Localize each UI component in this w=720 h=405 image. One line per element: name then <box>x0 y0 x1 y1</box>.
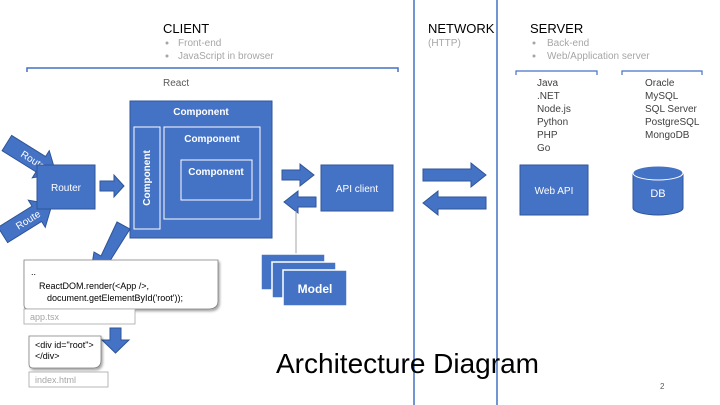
database-item: SQL Server <box>645 104 698 115</box>
index-file-doc <box>28 335 102 369</box>
component-side-box <box>133 126 161 230</box>
app-code-line-2: ReactDOM.render(<App />, <box>39 281 149 291</box>
client-heading: CLIENT <box>163 21 209 36</box>
app-file-tab <box>23 308 136 325</box>
database-item: PostgreSQL <box>645 117 700 128</box>
index-file-name: index.html <box>35 375 76 385</box>
index-code-line-2: </div> <box>35 351 60 361</box>
framework-label: React <box>163 78 189 89</box>
language-item: .NET <box>537 91 560 102</box>
model-card-front <box>282 269 348 307</box>
slide-title: Architecture Diagram <box>276 348 539 379</box>
component-inner-label: Component <box>188 167 244 178</box>
model-label: Model <box>298 282 333 296</box>
app-file-name: app.tsx <box>30 312 60 322</box>
language-item: Java <box>537 78 559 89</box>
server-bullet-1: Back-end <box>547 38 589 49</box>
client-bullet-dot <box>165 41 169 45</box>
index-file-tab <box>28 371 109 388</box>
db-label: DB <box>650 188 665 200</box>
server-bullet-2: Web/Application server <box>547 51 650 62</box>
router-box <box>36 164 96 210</box>
database-item: MongoDB <box>645 130 690 141</box>
api-client-label: API client <box>336 184 378 195</box>
db-cylinder: DB <box>632 165 684 216</box>
language-item: Python <box>537 117 568 128</box>
router-label: Router <box>51 183 82 194</box>
component-inner-box <box>180 159 253 201</box>
network-heading: NETWORK <box>428 21 495 36</box>
languages-bracket <box>515 70 598 75</box>
web-api-label: Web API <box>535 186 574 197</box>
client-bullet-2: JavaScript in browser <box>178 51 274 62</box>
request-arrow <box>422 161 487 189</box>
server-bullet-dot <box>532 41 536 45</box>
server-bullet-dot <box>532 54 536 58</box>
component-outer-label: Component <box>173 107 229 118</box>
component-middle-label: Component <box>184 134 240 145</box>
page-number: 2 <box>660 382 665 391</box>
component-to-api-arrow <box>281 162 315 188</box>
index-code-line-1: <div id="root"> <box>35 340 94 350</box>
web-api-box <box>519 164 589 216</box>
response-arrow <box>422 189 487 217</box>
database-item: MySQL <box>645 91 679 102</box>
app-code-line-3: document.getElementById('root')); <box>47 293 183 303</box>
database-item: Oracle <box>645 78 675 89</box>
databases-bracket <box>621 70 703 75</box>
api-client-box <box>320 164 394 212</box>
server-heading: SERVER <box>530 21 583 36</box>
network-protocol: (HTTP) <box>428 38 461 49</box>
language-item: Go <box>537 143 551 154</box>
client-bracket <box>26 67 399 72</box>
file-to-index-arrow <box>100 327 131 354</box>
client-bullet-1: Front-end <box>178 38 221 49</box>
language-item: PHP <box>537 130 558 141</box>
router-to-component-arrow <box>99 173 125 199</box>
client-bullet-dot <box>165 54 169 58</box>
component-side-label: Component <box>142 150 153 206</box>
app-file-doc <box>23 259 219 310</box>
app-code-line-1: .. <box>31 267 36 277</box>
api-to-component-arrow <box>283 189 317 215</box>
language-item: Node.js <box>537 104 571 115</box>
